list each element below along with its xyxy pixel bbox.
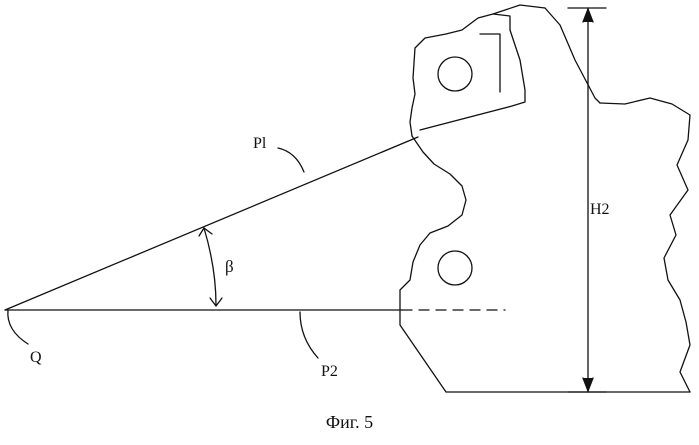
top-right-contour — [545, 8, 600, 103]
leader-q — [8, 310, 28, 344]
label-h2: H2 — [590, 201, 610, 218]
h2-arrow-bottom — [583, 378, 593, 391]
label-q: Q — [30, 349, 42, 366]
insert-holder — [410, 5, 545, 136]
break-line — [600, 98, 690, 392]
line-p1 — [5, 137, 418, 310]
label-beta: β — [225, 257, 234, 276]
label-p2: P2 — [321, 363, 338, 380]
leader-p2 — [300, 312, 318, 358]
leader-p1 — [278, 148, 304, 172]
insert-side — [480, 34, 500, 92]
beta-arc — [204, 228, 216, 305]
h2-arrow-top — [583, 9, 593, 22]
body-hole — [438, 251, 472, 285]
clamp-screw-hole — [438, 57, 472, 91]
figure-caption: Фиг. 5 — [0, 412, 699, 433]
body-outline — [400, 136, 690, 392]
label-p1: Pl — [253, 135, 267, 152]
